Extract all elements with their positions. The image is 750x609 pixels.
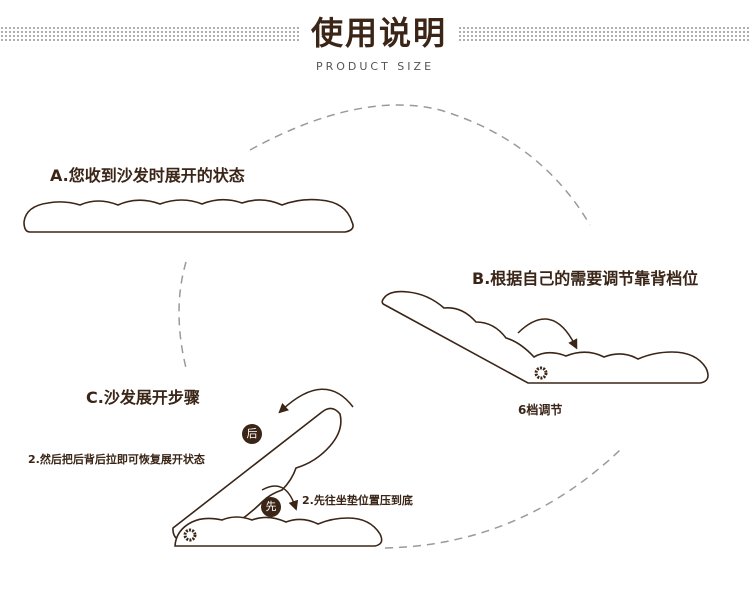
header-dots-left [0,26,300,42]
pull-back-arrow [278,388,354,414]
page-subtitle: PRODUCT SIZE [315,60,435,73]
gear-icon-c [183,528,197,542]
gear-icon-b [534,366,548,380]
unfold-step-after-label: 2.然后把后背后拉即可恢复展开状态 [28,453,205,466]
gear-levels-label: 6档调节 [518,403,563,417]
step-c-label: C.沙发展开步骤 [86,388,200,407]
sofa-folded-seat-outline [174,516,383,547]
recline-arrow [517,318,578,350]
badge-after: 后 [242,424,262,444]
unfold-step-first-label: 2.先往坐垫位置压到底 [302,494,413,507]
page-title: 使用说明 [310,14,447,52]
dashed-cycle-arc-left [178,261,187,369]
dashed-cycle-arc-bottom [384,449,621,549]
step-b-label: B.根据自己的需要调节靠背档位 [472,269,699,288]
sofa-reclined-outline [381,290,709,384]
step-a-label: A.您收到沙发时展开的状态 [50,166,245,185]
dashed-cycle-arc-top [249,104,591,226]
badge-first: 先 [261,497,281,517]
sofa-flat-outline [23,198,354,233]
press-down-arrow [261,485,299,511]
header-dots-right [458,26,750,42]
